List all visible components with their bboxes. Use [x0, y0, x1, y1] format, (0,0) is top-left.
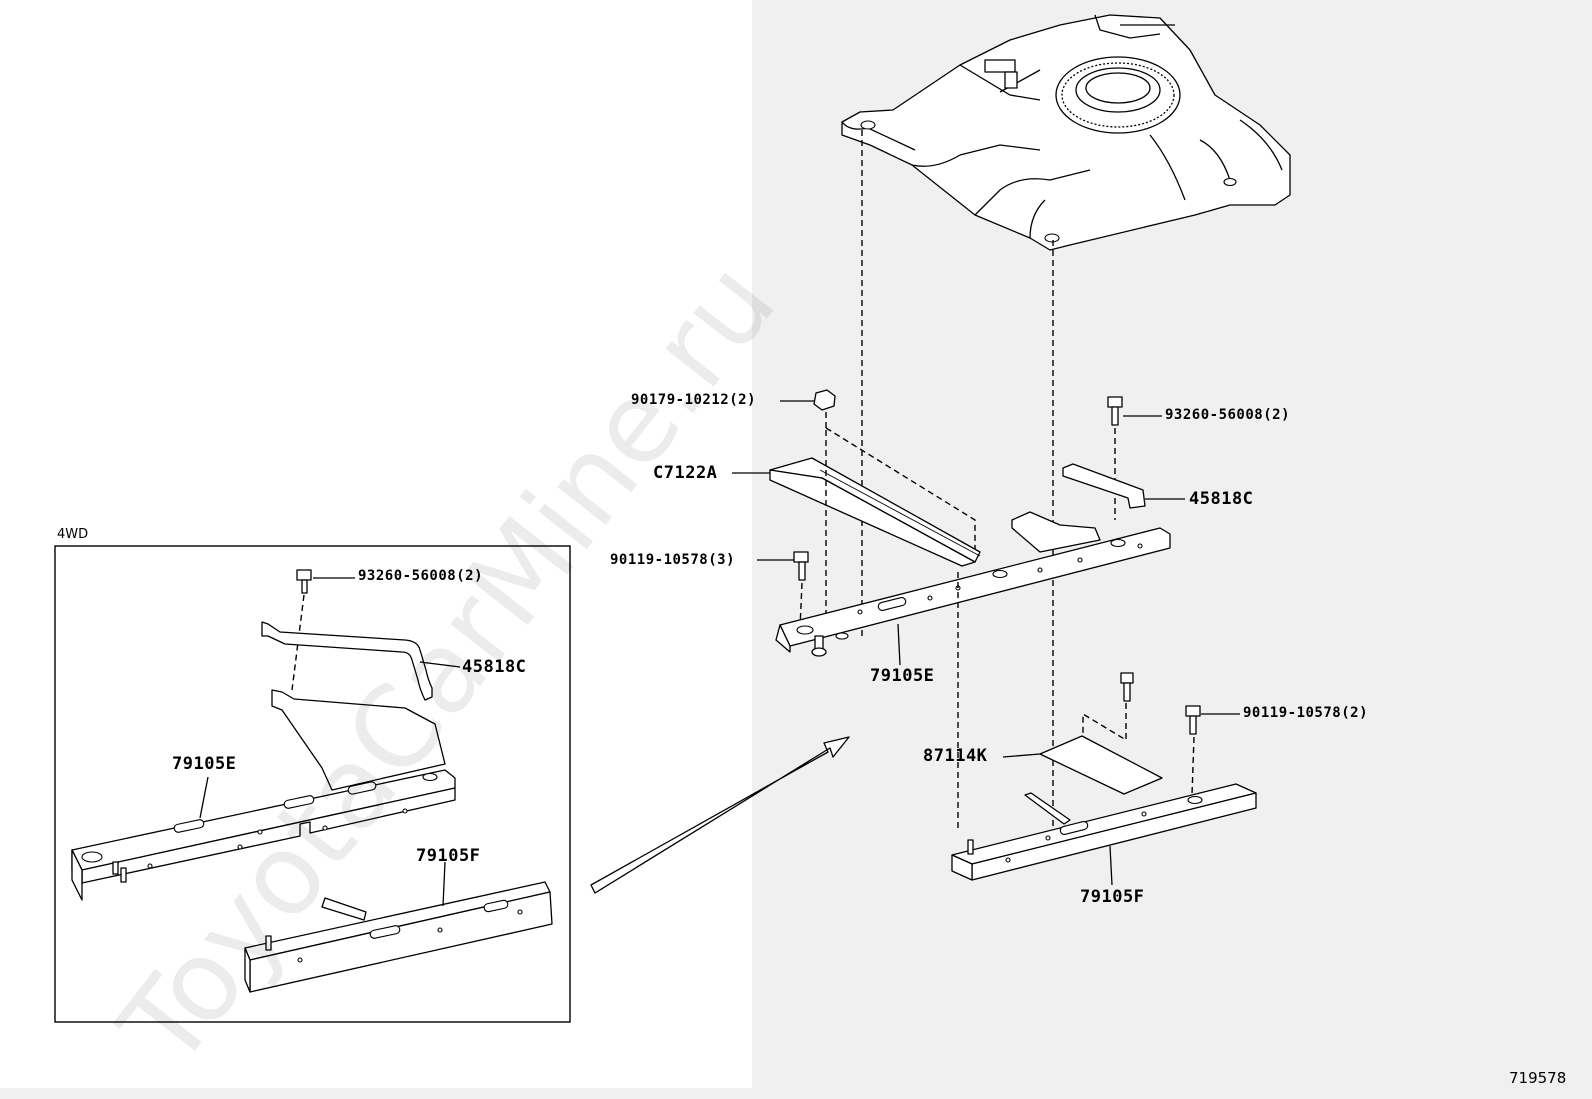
callout-bracket: 45818C — [1189, 489, 1254, 509]
insulator-87114k — [1039, 735, 1163, 795]
callout-bolt-lower: 90119-10578(2) — [1243, 705, 1369, 721]
inset-frame — [54, 545, 571, 1023]
callout-crossmember-e: 79105E — [870, 666, 935, 686]
bracket-45818c — [1062, 463, 1146, 509]
nut-icon — [813, 389, 836, 411]
inset-callout-crossmember-f: 79105F — [416, 846, 481, 866]
bolt-icon — [1107, 396, 1123, 426]
bolt-icon — [1120, 672, 1134, 702]
inset-callout-crossmember-e: 79105E — [172, 754, 237, 774]
inset-bracket-45818c — [261, 621, 433, 701]
inset-title: 4WD — [57, 527, 89, 542]
callout-bolt-left: 90119-10578(3) — [610, 552, 736, 568]
callout-plate: C7122A — [653, 463, 718, 483]
inset-callout-bracket: 45818C — [462, 657, 527, 677]
inset-callout-bolt: 93260-56008(2) — [358, 568, 484, 584]
bolt-icon — [1185, 705, 1201, 735]
callout-crossmember-f: 79105F — [1080, 887, 1145, 907]
plate-c7122a — [769, 457, 981, 567]
callout-bolt-right: 93260-56008(2) — [1165, 407, 1291, 423]
image-code: 719578 — [1509, 1069, 1567, 1087]
bolt-icon — [793, 551, 809, 581]
inset-crossmember-79105f — [244, 881, 553, 993]
transmission-housing-icon — [841, 14, 1291, 251]
inset-crossmember-79105e — [71, 689, 456, 901]
crossmember-79105f — [951, 783, 1257, 881]
inset-bolt-icon — [296, 569, 312, 594]
crossmember-79105e — [775, 511, 1171, 657]
callout-insulator: 87114K — [923, 746, 988, 766]
arrow-icon — [590, 736, 850, 894]
bottom-strip — [0, 1088, 1592, 1099]
callout-nut: 90179-10212(2) — [631, 392, 757, 408]
